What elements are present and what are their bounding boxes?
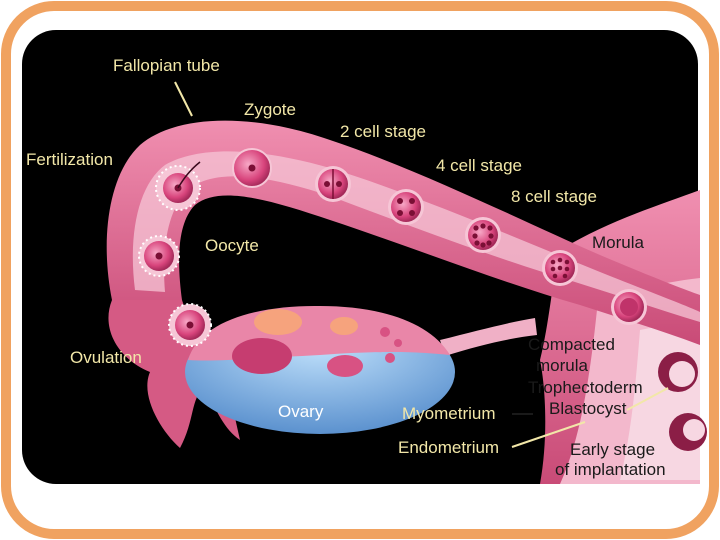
corpus-luteum: [254, 309, 302, 335]
oocyte-cell: [139, 236, 179, 276]
small-follicle: [380, 327, 390, 337]
label-ovary: Ovary: [278, 402, 324, 421]
compacted-morula-cell: [611, 289, 647, 325]
zygote-cell: [233, 149, 271, 187]
small-follicle: [385, 353, 395, 363]
two-cell-embryo: [315, 166, 351, 202]
four-cell-embryo: [388, 189, 424, 225]
morula-cell: [542, 250, 578, 286]
label-four-cell-stage: 4 cell stage: [436, 156, 522, 175]
small-follicle: [394, 339, 402, 347]
label-fallopian-tube: Fallopian tube: [113, 56, 220, 75]
label-oocyte: Oocyte: [205, 236, 259, 255]
label-morula: Morula: [592, 233, 645, 252]
label-myometrium: Myometrium: [402, 404, 496, 423]
implanting-embryo: [669, 413, 707, 451]
label-compacted-morula-line1: Compacted: [528, 335, 615, 354]
label-two-cell-stage: 2 cell stage: [340, 122, 426, 141]
label-trophectoderm: Trophectoderm: [528, 378, 643, 397]
label-early-implantation-line1: Early stage: [570, 440, 655, 459]
label-early-implantation-line2: of implantation: [555, 460, 666, 479]
blastocyst-cell: [658, 352, 698, 392]
follicle-large: [232, 338, 292, 374]
label-ovulation: Ovulation: [70, 348, 142, 367]
corpus-albicans: [330, 317, 358, 335]
ovulated-oocyte: [169, 304, 211, 346]
follicle-medium: [327, 355, 363, 377]
eight-cell-embryo: [465, 217, 501, 253]
label-fertilization: Fertilization: [26, 150, 113, 169]
label-eight-cell-stage: 8 cell stage: [511, 187, 597, 206]
label-blastocyst: Blastocyst: [549, 399, 627, 418]
label-zygote: Zygote: [244, 100, 296, 119]
label-compacted-morula-line2: morula: [536, 356, 589, 375]
label-endometrium: Endometrium: [398, 438, 499, 457]
